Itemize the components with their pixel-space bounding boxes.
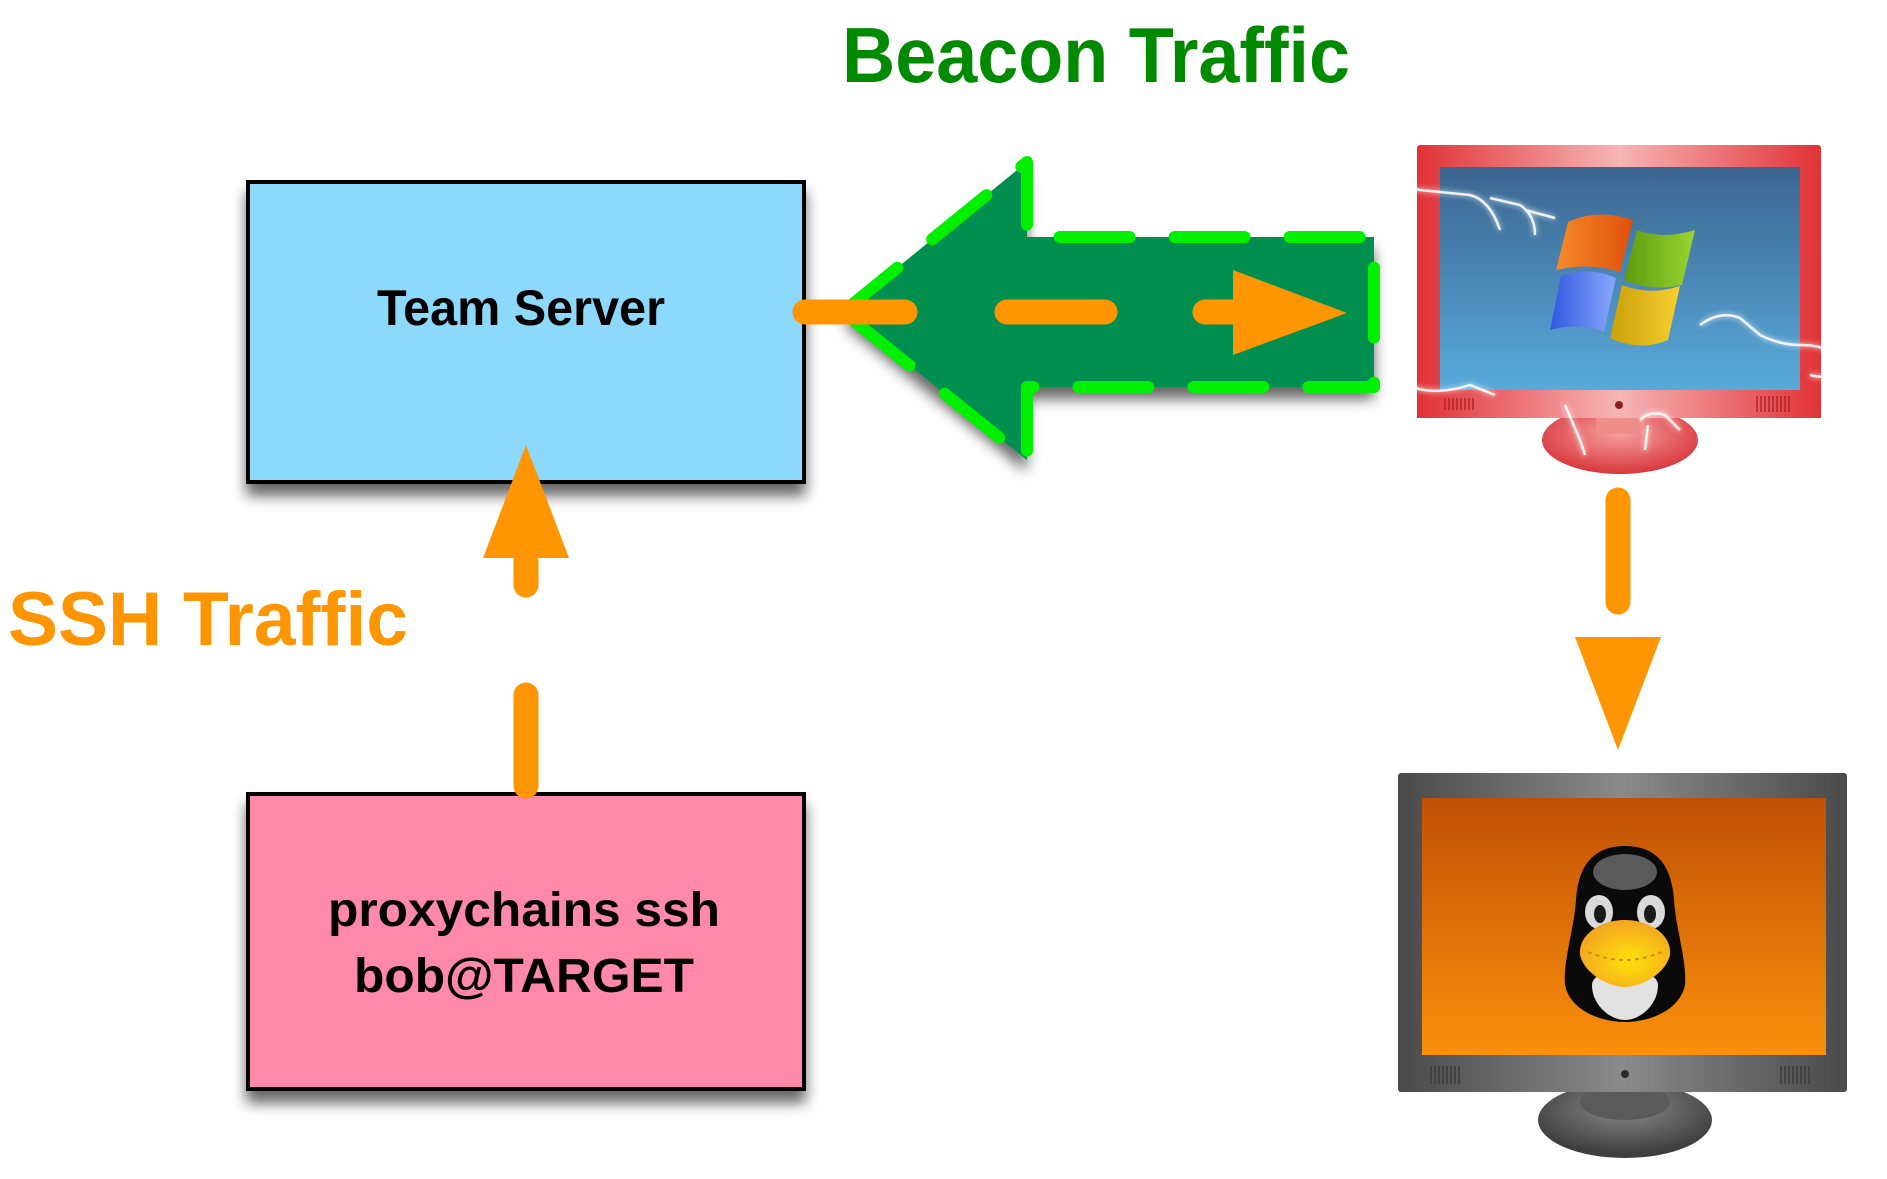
- tasking-arrow: [792, 270, 1347, 355]
- operator-box: [246, 792, 806, 1091]
- windows-monitor-stand: [1542, 406, 1698, 474]
- team-server-label: Team Server: [377, 280, 665, 336]
- linux-monitor-icon[interactable]: [1398, 773, 1847, 1158]
- ssh-arrowhead: [483, 445, 569, 558]
- beacon-arrow-outline: [837, 156, 1380, 466]
- windows-speaker-left: [1444, 398, 1474, 410]
- linux-power-button-icon: [1621, 1070, 1629, 1078]
- tasking-arrowhead: [1233, 270, 1347, 355]
- ssh-arrow: [483, 445, 569, 799]
- lightning-effect: [1397, 187, 1837, 456]
- tux-beak: [1579, 920, 1671, 987]
- linux-speaker-right: [1780, 1066, 1810, 1084]
- tux-head-highlight: [1593, 854, 1657, 890]
- ssh-traffic-label: SSH Traffic: [8, 577, 408, 662]
- windows-power-button-icon: [1615, 401, 1623, 409]
- windows-speaker-right: [1756, 396, 1790, 412]
- pivot-arrow: [1575, 487, 1661, 750]
- team-server-node[interactable]: [246, 180, 806, 484]
- operator-node[interactable]: [246, 792, 806, 1091]
- windows-stand-neck: [1596, 418, 1644, 434]
- windows-monitor-icon[interactable]: [1397, 145, 1837, 474]
- windows-monitor-screen: [1440, 167, 1800, 390]
- operator-command-line-2: bob@TARGET: [354, 950, 694, 1003]
- windows-logo-icon: [1550, 214, 1695, 346]
- team-server-box: [246, 180, 806, 484]
- pivot-arrowhead: [1575, 637, 1661, 750]
- operator-command-line-1: proxychains ssh: [328, 884, 720, 937]
- linux-stand-neck: [1580, 1084, 1670, 1120]
- tux-penguin-icon: [1564, 846, 1686, 1022]
- linux-speaker-left: [1430, 1066, 1460, 1084]
- beacon-traffic-label: Beacon Traffic: [842, 11, 1350, 99]
